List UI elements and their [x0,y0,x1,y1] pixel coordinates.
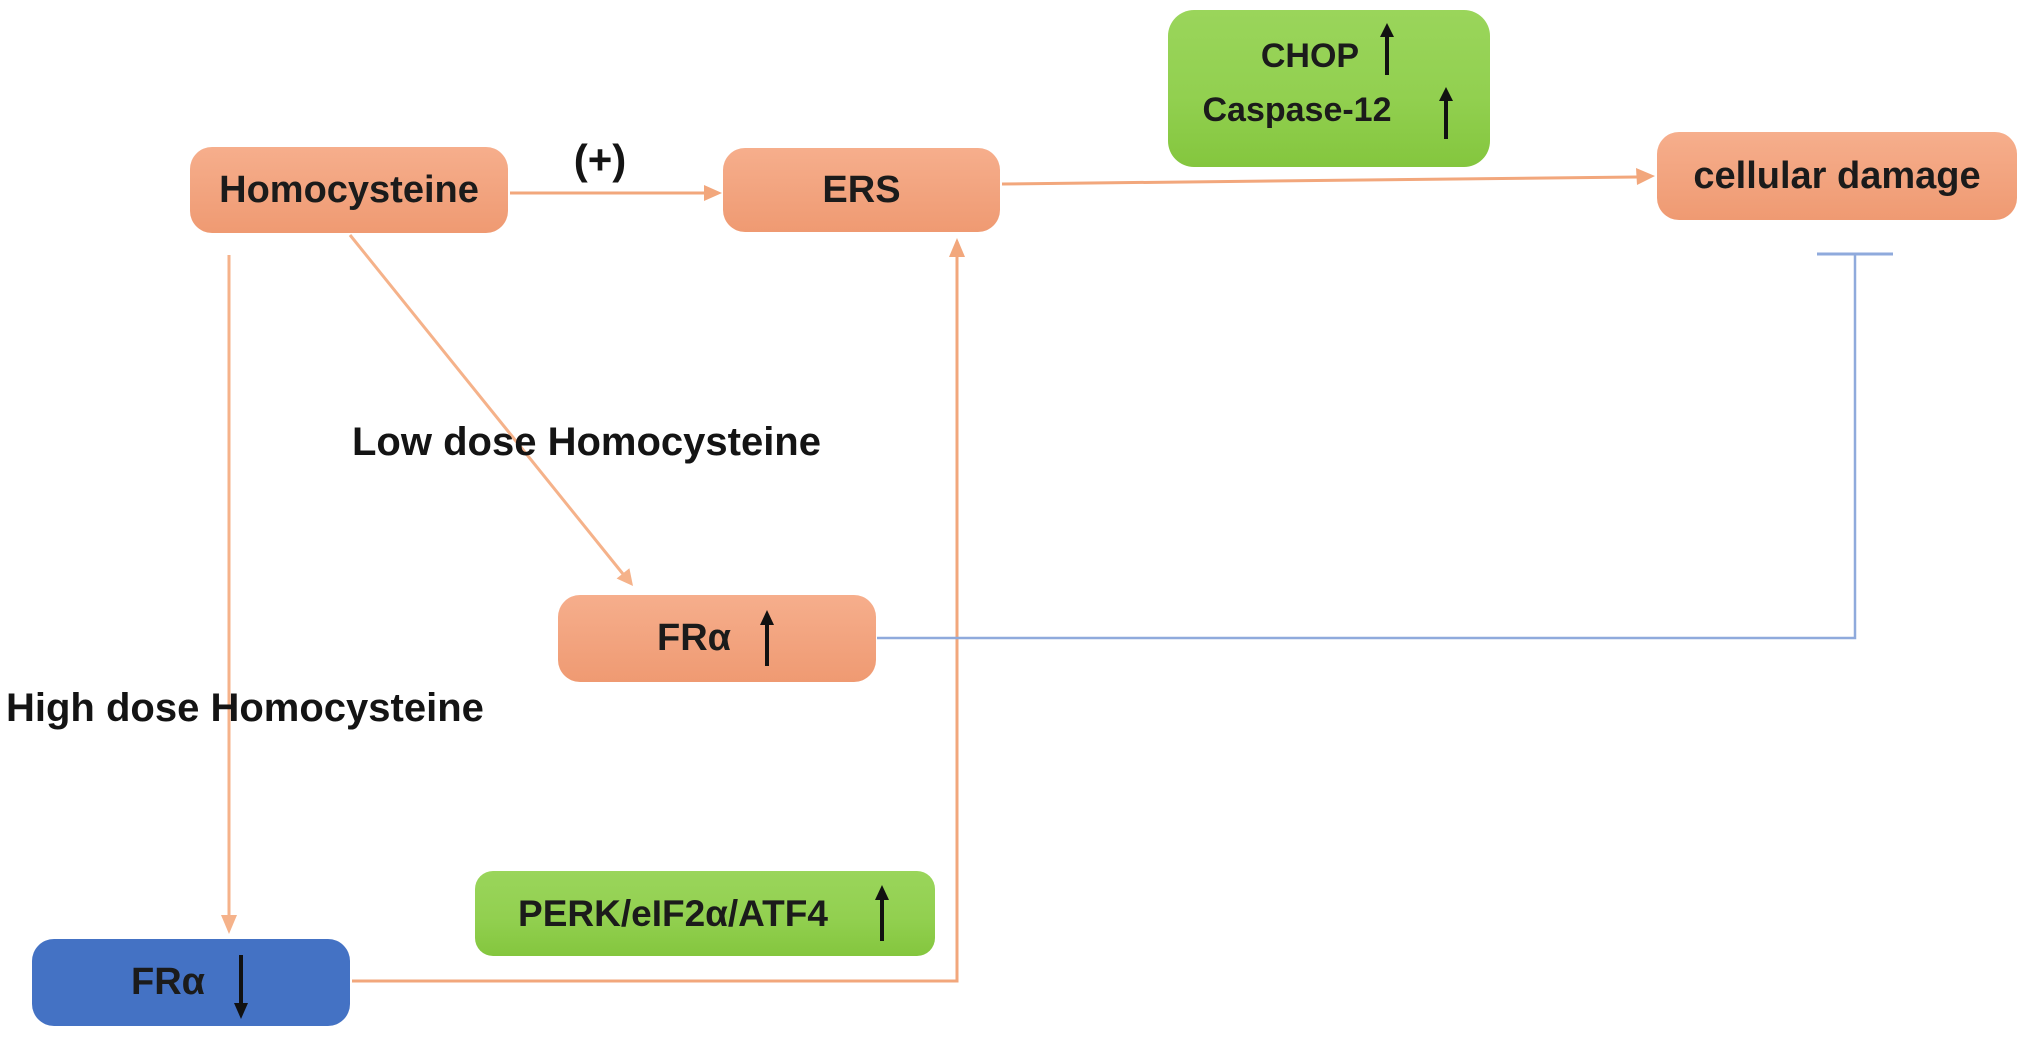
node-fra-down: FRα [32,939,350,1026]
arrow-homocysteine-to-ers [510,185,722,201]
arrow-ers-to-cellular-damage [1001,168,1655,186]
node-ers: ERS [723,148,1000,232]
arrow-low-dose-diagonal [348,234,633,586]
up-arrow-icon [1436,86,1456,141]
up-arrow-icon [757,609,777,668]
down-arrow-icon [231,953,251,1019]
chop-line: CHOP [1260,22,1397,77]
up-arrow-icon [872,884,892,943]
inhibition-fra-up-to-cellular-damage [877,252,1893,640]
node-fra-up: FRα [558,595,876,682]
node-cellular-damage: cellular damage [1657,132,2017,220]
node-ers-label: ERS [822,168,901,211]
node-homocysteine-label: Homocysteine [219,168,479,211]
node-fra-down-label: FRα [130,961,205,1003]
edge-label-plus: (+) [573,136,627,183]
node-perk: PERK/eIF2α/ATF4 [475,871,935,956]
node-cellular-damage-label: cellular damage [1693,154,1981,197]
caspase-line: Caspase-12 [1202,81,1455,141]
node-fra-up-label: FRα [656,617,731,659]
up-arrow-icon [1377,22,1397,77]
chop-label: CHOP [1260,37,1360,75]
edge-label-high-dose: High dose Homocysteine [6,686,484,730]
caspase-label: Caspase-12 [1202,91,1392,129]
node-homocysteine: Homocysteine [190,147,508,233]
arrow-fra-down-to-ers [352,238,965,983]
arrow-high-dose-vertical [221,255,237,934]
node-chop-caspase: CHOP Caspase-12 [1168,10,1490,167]
edge-label-low-dose: Low dose Homocysteine [352,420,821,464]
node-perk-label: PERK/eIF2α/ATF4 [518,892,828,934]
